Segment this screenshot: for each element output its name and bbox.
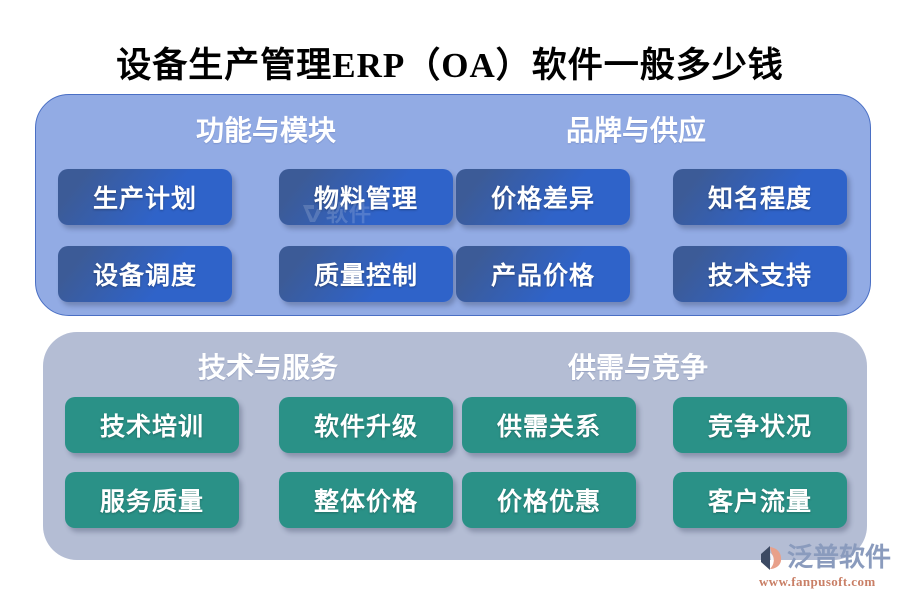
panel-bottom: 技术与服务 供需与竞争 技术培训 软件升级 服务质量 整体价格 供需关系 竞争状… [43, 332, 867, 560]
chip-competition-status[interactable]: 竞争状况 [673, 397, 847, 453]
chip-material-management[interactable]: 物料管理 [279, 169, 453, 225]
page-title: 设备生产管理ERP（OA）软件一般多少钱 [116, 46, 784, 85]
chip-service-quality[interactable]: 服务质量 [65, 472, 239, 528]
group-title-brand-supply: 品牌与供应 [565, 116, 706, 147]
logo-row: 泛普软件 [757, 543, 897, 573]
chip-technical-training[interactable]: 技术培训 [65, 397, 239, 453]
chip-technical-support[interactable]: 技术支持 [673, 246, 847, 302]
chip-customer-traffic[interactable]: 客户流量 [673, 472, 847, 528]
fanpu-logo-mark-icon [761, 546, 782, 570]
chip-overall-price[interactable]: 整体价格 [279, 472, 453, 528]
logo-wordmark: 泛普软件 [787, 543, 892, 572]
chip-price-difference[interactable]: 价格差异 [456, 169, 630, 225]
brand-logo: 泛普软件 www.fanpusoft.com [757, 543, 897, 595]
group-title-tech-service: 技术与服务 [197, 353, 338, 384]
logo-url: www.fanpusoft.com [759, 574, 876, 589]
chip-price-discount[interactable]: 价格优惠 [462, 472, 636, 528]
chip-supply-demand-relation[interactable]: 供需关系 [462, 397, 636, 453]
chip-production-plan[interactable]: 生产计划 [58, 169, 232, 225]
chip-brand-awareness[interactable]: 知名程度 [673, 169, 847, 225]
group-title-supply-demand-competition: 供需与竞争 [567, 353, 708, 384]
group-title-function-module: 功能与模块 [195, 116, 336, 147]
chip-equipment-scheduling[interactable]: 设备调度 [58, 246, 232, 302]
chip-quality-control[interactable]: 质量控制 [279, 246, 453, 302]
chip-product-price[interactable]: 产品价格 [456, 246, 630, 302]
panel-top: 功能与模块 品牌与供应 生产计划 物料管理 设备调度 质量控制 价格差异 知名程… [35, 94, 871, 316]
chip-software-upgrade[interactable]: 软件升级 [279, 397, 453, 453]
